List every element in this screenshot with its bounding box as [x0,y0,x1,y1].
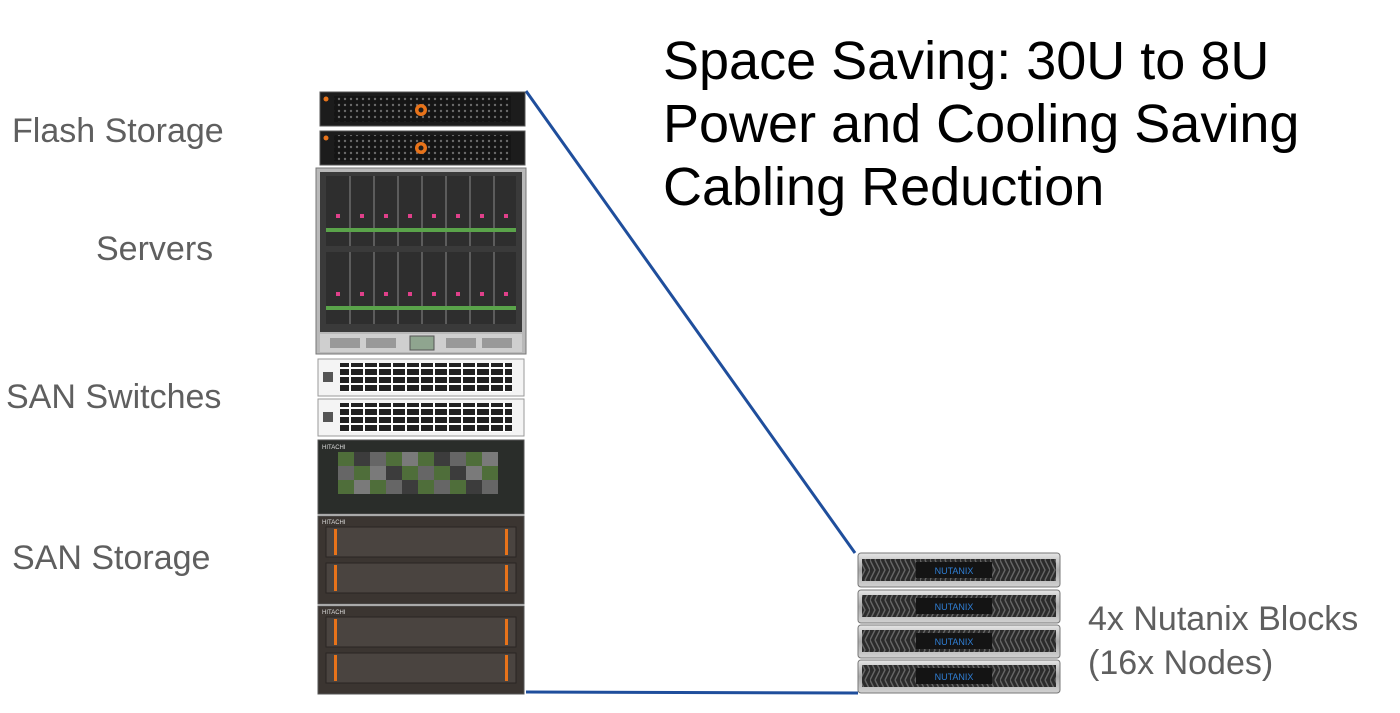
server-chassis [315,167,527,355]
servers-label: Servers [96,230,214,268]
flash-storage-label: Flash Storage [12,112,224,150]
connector-line-bottom [525,690,859,695]
server-blades-top [326,176,516,246]
vendor-text-enclosure-2: HITACHI [322,610,346,616]
san-switch-unit [317,398,525,437]
san-switch-unit [317,358,525,397]
san-storage-controller: HITACHI [317,439,525,515]
vendor-text-controller: HITACHI [322,445,346,451]
nutanix-brand-text: NUTANIX [935,672,974,682]
nutanix-nodes-label: (16x Nodes) [1088,644,1274,682]
nutanix-block: NUTANIX [857,589,1061,624]
san-storage-enclosure: HITACHI [317,605,525,695]
san-storage-enclosure: HITACHI [317,515,525,605]
headline-power-cooling: Power and Cooling Saving [663,94,1300,154]
flash-storage-unit [319,130,526,166]
server-blades-bottom [326,252,516,324]
headline-cabling: Cabling Reduction [663,157,1105,217]
nutanix-blocks-label: 4x Nutanix Blocks [1088,600,1359,638]
flash-storage-unit [319,91,526,127]
nutanix-block: NUTANIX [857,552,1061,588]
nutanix-brand-text: NUTANIX [935,602,974,612]
san-switches-label: SAN Switches [6,378,222,416]
nutanix-block: NUTANIX [857,624,1061,659]
connector-line-top [524,90,857,554]
headline-space-saving: Space Saving: 30U to 8U [663,31,1270,91]
nutanix-brand-text: NUTANIX [935,566,974,576]
vendor-text-enclosure-1: HITACHI [322,520,346,526]
nutanix-label: 4x Nutanix Blocks (16x Nodes) [1088,597,1358,685]
san-storage-label: SAN Storage [12,539,211,577]
headline-block: Space Saving: 30U to 8U Power and Coolin… [663,30,1299,219]
nutanix-block: NUTANIX [857,659,1061,694]
nutanix-brand-text: NUTANIX [935,637,974,647]
